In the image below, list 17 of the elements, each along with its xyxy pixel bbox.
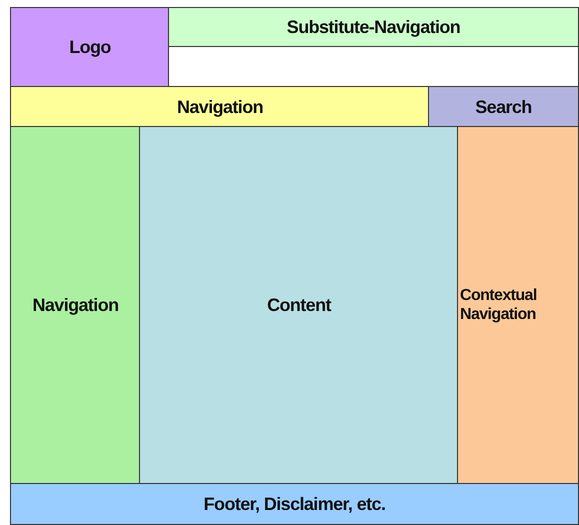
sidebar-panel — [10, 126, 141, 485]
region-label: Navigation — [176, 96, 263, 118]
region-label: Logo — [69, 37, 111, 58]
content-panel — [139, 126, 459, 485]
region-label: Search — [475, 96, 532, 118]
region-label: Substitute-Navigation — [286, 17, 460, 38]
blank-panel — [168, 46, 579, 88]
corner-panel — [10, 7, 170, 88]
navigation-bar — [10, 86, 430, 128]
footer-bar — [10, 483, 579, 525]
search-bar — [428, 86, 579, 128]
region-label: Footer, Disclaimer, etc. — [204, 494, 386, 514]
header-bar — [168, 7, 579, 48]
region-label: Navigation — [32, 295, 118, 316]
region-label: Contextual Navigation — [460, 287, 538, 324]
sidebar-panel — [457, 126, 579, 485]
region-label: Content — [267, 295, 331, 316]
